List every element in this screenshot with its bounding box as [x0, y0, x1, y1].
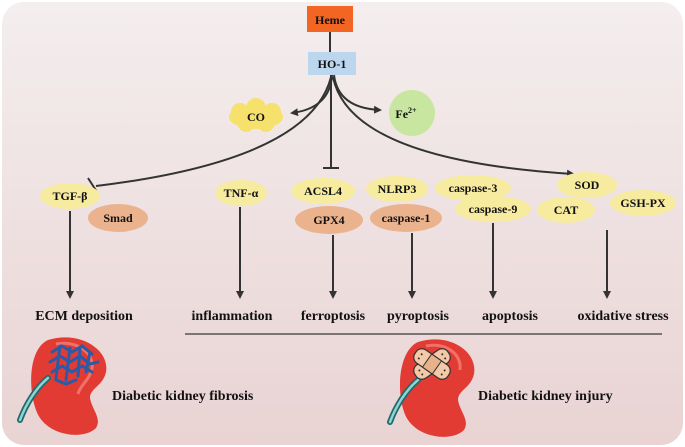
- cat-node: [537, 197, 595, 223]
- ho1-box: [308, 52, 356, 75]
- fe-label: Fe2+: [395, 106, 417, 121]
- inhibit-line-tgf: [95, 76, 332, 187]
- tnf-node: [215, 180, 267, 206]
- gshpx-label: GSH-PX: [620, 196, 666, 210]
- heme-label: Heme: [315, 13, 346, 27]
- co-cloud: [229, 98, 283, 132]
- smad-label: Smad: [103, 211, 133, 225]
- disease-fibrosis: Diabetic kidney fibrosis: [112, 389, 254, 404]
- co-label: CO: [247, 110, 265, 124]
- nlrp3-label: NLRP3: [378, 182, 417, 196]
- caspase1-node: [370, 204, 442, 232]
- gpx4-node: [295, 206, 363, 234]
- sod-node: [557, 172, 617, 198]
- arrow-to-antioxidants: [332, 76, 575, 178]
- outcome-inflammation: inflammation: [192, 309, 273, 324]
- outcome-ferroptosis: ferroptosis: [301, 309, 366, 324]
- ho1-label: HO-1: [318, 57, 347, 71]
- sod-label: SOD: [575, 178, 600, 192]
- caspase3-node: [435, 175, 511, 201]
- outcome-apoptosis: apoptosis: [482, 309, 539, 324]
- heme-box: [307, 6, 353, 32]
- outcome-pyroptosis: pyroptosis: [387, 309, 450, 324]
- kidney-fibrosis-icon: [17, 337, 107, 435]
- fe-circle: [389, 90, 435, 136]
- acsl4-node: [291, 178, 355, 204]
- gshpx-node: [610, 190, 676, 216]
- disease-injury: Diabetic kidney injury: [478, 389, 613, 404]
- arrow-to-fe: [333, 74, 382, 114]
- caspase9-node: [455, 196, 531, 222]
- cat-label: CAT: [554, 203, 578, 217]
- outcome-oxidative: oxidative stress: [577, 309, 669, 324]
- tgf-node: [40, 183, 100, 209]
- caspase1-label: caspase-1: [382, 211, 431, 225]
- smad-node: [88, 204, 148, 232]
- nlrp3-node: [366, 176, 428, 202]
- gpx4-label: GPX4: [313, 213, 344, 227]
- acsl4-label: ACSL4: [304, 184, 342, 198]
- kidney-injury-icon: [387, 339, 475, 437]
- caspase3-label: caspase-3: [449, 181, 498, 195]
- tgf-label: TGF-β: [53, 189, 88, 203]
- caspase9-label: caspase-9: [469, 202, 518, 216]
- outcome-ecm: ECM deposition: [35, 309, 133, 324]
- tnf-label: TNF-α: [224, 186, 259, 200]
